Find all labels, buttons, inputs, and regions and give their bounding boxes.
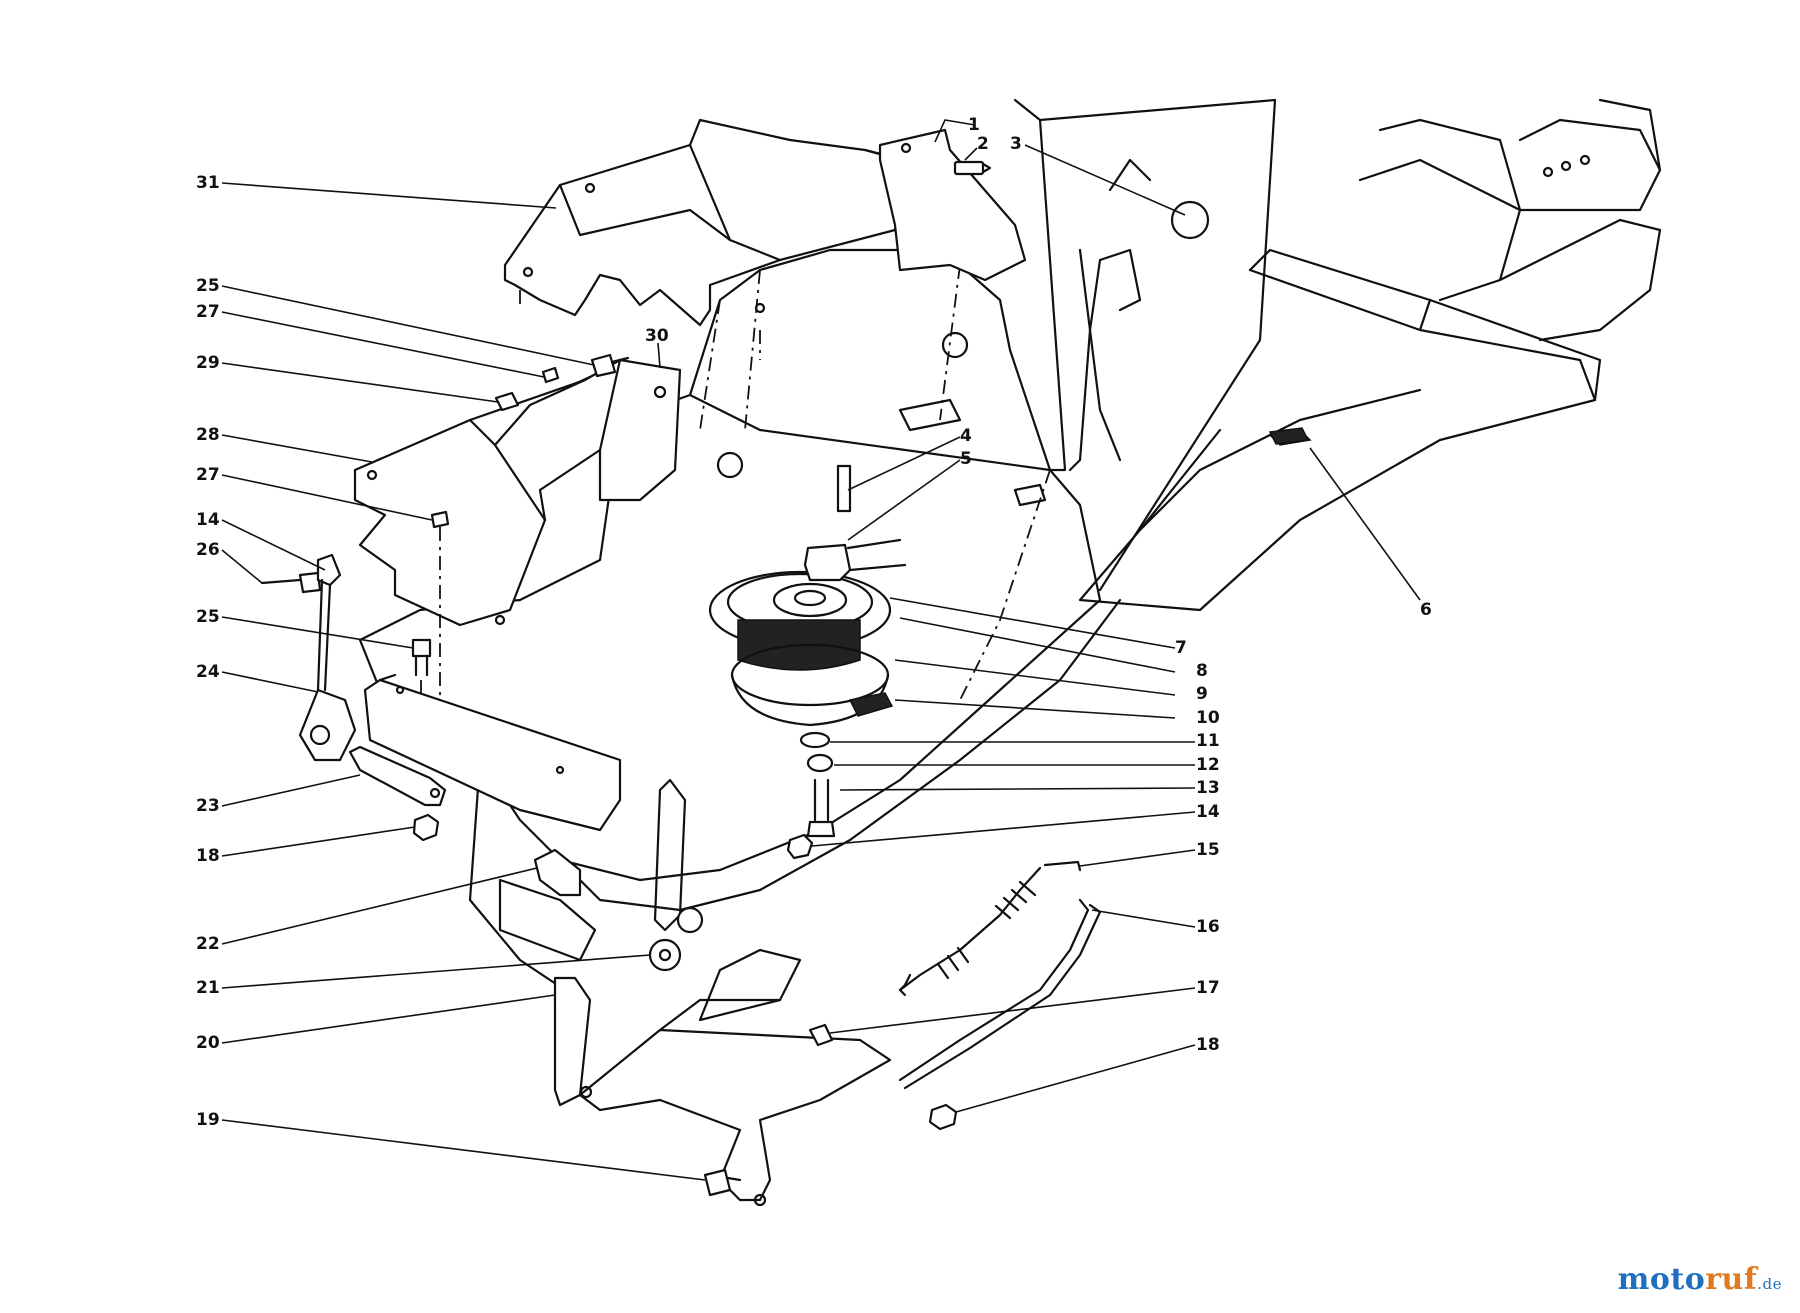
callout-29: 29 — [196, 353, 220, 373]
callout-7: 7 — [1175, 638, 1187, 658]
callout-16: 16 — [1196, 917, 1220, 937]
part-24-rod — [298, 553, 357, 762]
callout-13: 13 — [1196, 778, 1220, 798]
callout-27-lower: 27 — [196, 465, 220, 485]
part-27-screw-lower — [430, 510, 450, 720]
part-16-rod — [898, 898, 1102, 1090]
part-10-key — [848, 692, 894, 717]
callout-17: 17 — [1196, 978, 1220, 998]
callout-22: 22 — [196, 934, 220, 954]
callout-11: 11 — [1196, 731, 1220, 751]
callout-8: 8 — [1196, 661, 1208, 681]
callout-28: 28 — [196, 425, 220, 445]
part-20-pedal-bracket — [553, 948, 892, 1207]
part-17-bolt — [808, 1023, 834, 1047]
callout-6: 6 — [1420, 600, 1432, 620]
watermark-part1: moto — [1617, 1262, 1706, 1297]
callout-31: 31 — [196, 173, 220, 193]
callout-25-lower: 25 — [196, 607, 220, 627]
callout-20: 20 — [196, 1033, 220, 1053]
part-25-bolt-upper — [590, 353, 630, 378]
part-2-bolt — [953, 160, 992, 176]
part-23-link — [348, 745, 447, 807]
part-13-bolt — [806, 778, 836, 838]
callout-25-upper: 25 — [196, 276, 220, 296]
part-1-bracket — [878, 128, 1027, 282]
callout-3: 3 — [1010, 134, 1022, 154]
callout-4: 4 — [960, 426, 972, 446]
callout-15: 15 — [1196, 840, 1220, 860]
part-29-clip — [494, 391, 520, 412]
part-18-nut-left — [412, 813, 440, 842]
part-12-washer — [806, 753, 834, 773]
part-18-nut-right — [928, 1103, 958, 1131]
motoruf-watermark-logo: motoruf.de — [1618, 1262, 1782, 1297]
part-14-nut — [786, 833, 814, 860]
callout-2: 2 — [977, 134, 989, 154]
part-7-pulley — [708, 570, 892, 671]
part-26-pin — [260, 571, 322, 594]
part-4-pin — [836, 464, 852, 513]
part-19-bolt — [703, 1168, 742, 1197]
front-axle-block — [363, 673, 622, 832]
callout-21: 21 — [196, 978, 220, 998]
callout-14-left: 14 — [196, 510, 220, 530]
part-27-screw-upper — [541, 366, 560, 384]
callout-19: 19 — [196, 1110, 220, 1130]
callout-27-upper: 27 — [196, 302, 220, 322]
callout-9: 9 — [1196, 684, 1208, 704]
callout-24: 24 — [196, 662, 220, 682]
callout-18-left: 18 — [196, 846, 220, 866]
callout-30: 30 — [645, 326, 669, 346]
watermark-suffix: .de — [1757, 1275, 1782, 1293]
leader-lines — [221, 119, 1421, 1181]
callout-1: 1 — [968, 115, 980, 135]
callout-23: 23 — [196, 796, 220, 816]
callout-26: 26 — [196, 540, 220, 560]
part-5-hub — [803, 538, 907, 582]
part-6-mark — [1268, 427, 1310, 445]
part-15-spring — [898, 860, 1082, 997]
callout-14-right: 14 — [1196, 802, 1220, 822]
callout-5: 5 — [960, 449, 972, 469]
callout-10: 10 — [1196, 708, 1220, 728]
callout-18-right: 18 — [1196, 1035, 1220, 1055]
callout-12: 12 — [1196, 755, 1220, 775]
part-21-pivot — [648, 778, 704, 972]
part-11-washer — [799, 731, 831, 749]
part-22-bracket — [498, 848, 597, 962]
watermark-part2: ruf — [1705, 1262, 1758, 1297]
